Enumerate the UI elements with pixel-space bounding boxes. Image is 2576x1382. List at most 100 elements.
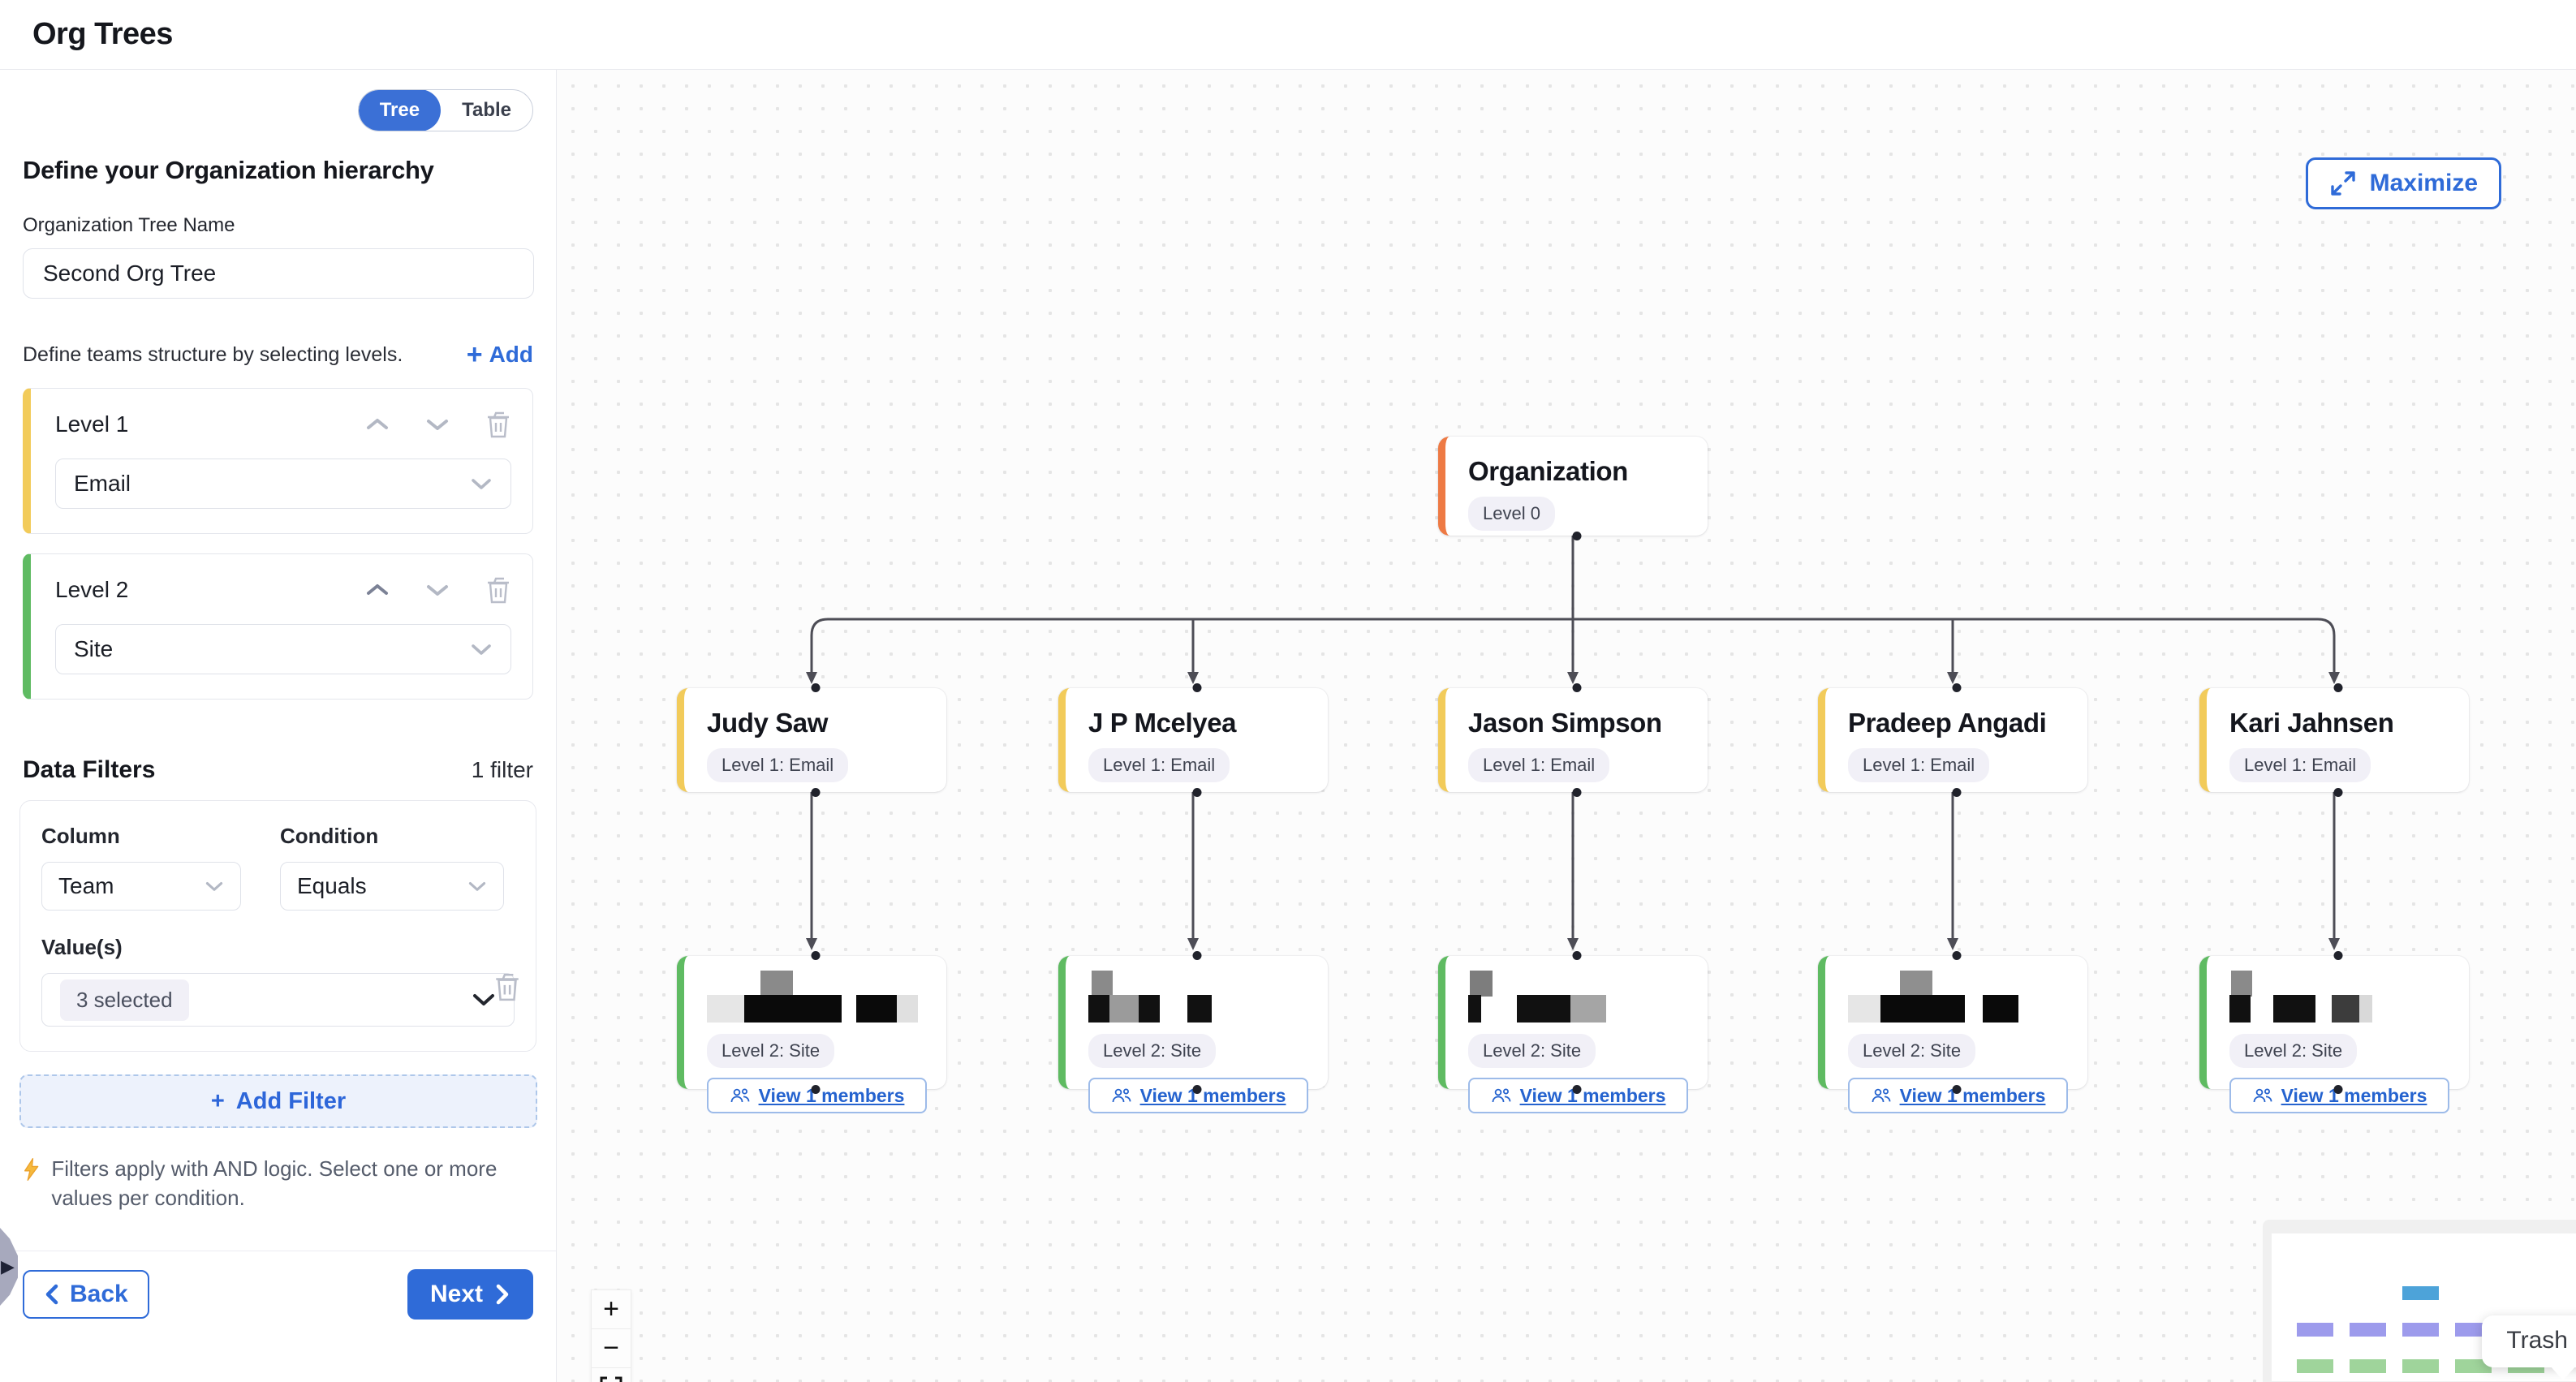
view-members-label: View 1 members bbox=[758, 1084, 905, 1106]
collapse-arrow-icon: ▶ bbox=[1, 1256, 15, 1277]
level-2-label: Level 2 bbox=[55, 577, 129, 602]
node-level-badge: Level 2: Site bbox=[1088, 1034, 1217, 1068]
minimap-node bbox=[2350, 1323, 2386, 1337]
view-mode-toggle: Tree Table bbox=[357, 89, 533, 131]
move-up-icon[interactable] bbox=[365, 582, 390, 598]
connector-dot bbox=[1192, 788, 1201, 797]
minimap-node bbox=[2402, 1323, 2439, 1337]
minimap-node bbox=[2297, 1323, 2333, 1337]
tree-connectors bbox=[806, 536, 2340, 950]
arrowheads bbox=[806, 672, 2340, 950]
move-down-icon[interactable] bbox=[425, 582, 450, 598]
zoom-out-button[interactable]: − bbox=[592, 1329, 631, 1368]
delete-filter-icon[interactable] bbox=[493, 971, 521, 1002]
tree-name-label: Organization Tree Name bbox=[23, 214, 235, 236]
minimap[interactable]: Trash bbox=[2263, 1220, 2576, 1382]
view-members-button[interactable]: View 1 members bbox=[2229, 1078, 2449, 1113]
sidebar-heading: Define your Organization hierarchy bbox=[23, 156, 434, 184]
people-icon bbox=[2253, 1088, 2272, 1103]
connector-dot bbox=[1572, 683, 1581, 692]
node-title: Jason Simpson bbox=[1468, 708, 1662, 738]
view-members-button[interactable]: View 1 members bbox=[1848, 1078, 2068, 1113]
condition-select[interactable]: Equals bbox=[280, 862, 504, 911]
delete-level-icon[interactable] bbox=[485, 575, 511, 605]
level-1-value: Email bbox=[74, 471, 131, 496]
level-card-1: Level 1 Email bbox=[23, 388, 533, 534]
org-node-level2[interactable]: Level 2: Site View 1 members bbox=[2199, 951, 2469, 1113]
condition-value: Equals bbox=[297, 873, 367, 898]
redacted-name bbox=[1088, 971, 1308, 1024]
org-node-level2[interactable]: Level 2: Site View 1 members bbox=[677, 951, 946, 1113]
node-title: J P Mcelyea bbox=[1088, 708, 1237, 738]
toggle-table[interactable]: Table bbox=[462, 99, 511, 121]
connector-dot bbox=[1952, 683, 1961, 692]
add-filter-label: Add Filter bbox=[235, 1087, 347, 1114]
node-level-badge: Level 1: Email bbox=[1088, 748, 1230, 782]
connector-dot bbox=[811, 683, 820, 692]
connector-dot bbox=[1572, 788, 1581, 797]
connector-dot bbox=[1952, 1085, 1961, 1094]
column-value: Team bbox=[58, 873, 114, 898]
next-button[interactable]: Next bbox=[407, 1268, 533, 1320]
minimap-node bbox=[2297, 1359, 2333, 1373]
view-members-label: View 1 members bbox=[2281, 1084, 2427, 1106]
values-label: Value(s) bbox=[41, 935, 123, 959]
fit-view-icon bbox=[600, 1376, 622, 1382]
connector-dot bbox=[2333, 951, 2342, 960]
org-node-level1[interactable]: Judy Saw Level 1: Email bbox=[677, 683, 946, 797]
back-button[interactable]: Back bbox=[23, 1269, 149, 1319]
lightning-icon bbox=[24, 1158, 39, 1181]
chevron-down-icon bbox=[468, 882, 486, 891]
plus-icon: + bbox=[466, 339, 483, 370]
connector-dot bbox=[1572, 532, 1581, 540]
add-level-button[interactable]: + Add bbox=[467, 341, 533, 368]
org-node-level1[interactable]: J P Mcelyea Level 1: Email bbox=[1058, 683, 1328, 797]
sidebar-footer: Back Next bbox=[0, 1250, 556, 1320]
org-tree-canvas[interactable]: Maximize Organization Level 0 Judy Saw L… bbox=[557, 70, 2576, 1382]
delete-level-icon[interactable] bbox=[485, 410, 511, 439]
zoom-in-button[interactable]: + bbox=[592, 1290, 631, 1329]
level-1-select[interactable]: Email bbox=[55, 459, 511, 509]
org-node-level1[interactable]: Jason Simpson Level 1: Email bbox=[1438, 683, 1708, 797]
connector-dot bbox=[1192, 1085, 1201, 1094]
org-node-level2[interactable]: Level 2: Site View 1 members bbox=[1438, 951, 1708, 1113]
node-title: Organization bbox=[1468, 456, 1628, 486]
connector-dot bbox=[1952, 788, 1961, 797]
node-level-badge: Level 2: Site bbox=[1848, 1034, 1976, 1068]
org-node-root[interactable]: Organization Level 0 bbox=[1438, 437, 1708, 540]
tree-name-input[interactable] bbox=[23, 248, 534, 299]
view-members-button[interactable]: View 1 members bbox=[1088, 1078, 1308, 1113]
chevron-down-icon bbox=[472, 644, 491, 655]
org-node-level2[interactable]: Level 2: Site View 1 members bbox=[1818, 951, 2087, 1113]
panel-collapse-handle[interactable]: ▶ bbox=[0, 1228, 18, 1306]
view-members-button[interactable]: View 1 members bbox=[707, 1078, 927, 1113]
filters-note-text: Filters apply with AND logic. Select one… bbox=[51, 1156, 498, 1211]
maximize-button[interactable]: Maximize bbox=[2305, 157, 2501, 209]
view-members-label: View 1 members bbox=[1519, 1084, 1666, 1106]
people-icon bbox=[1492, 1088, 1510, 1103]
org-node-level1[interactable]: Pradeep Angadi Level 1: Email bbox=[1818, 683, 2087, 797]
plus-icon: + bbox=[210, 1087, 225, 1114]
node-title: Judy Saw bbox=[707, 708, 829, 738]
values-multiselect[interactable]: 3 selected bbox=[41, 973, 515, 1027]
connector-dot bbox=[2333, 683, 2342, 692]
page-title: Org Trees bbox=[32, 17, 173, 51]
toggle-tree[interactable]: Tree bbox=[358, 90, 442, 131]
org-node-level2[interactable]: Level 2: Site View 1 members bbox=[1058, 951, 1328, 1113]
fit-view-button[interactable] bbox=[592, 1368, 631, 1382]
minimap-node bbox=[2455, 1359, 2492, 1373]
connector-dot bbox=[1192, 683, 1201, 692]
view-members-button[interactable]: View 1 members bbox=[1468, 1078, 1688, 1113]
node-level-badge: Level 1: Email bbox=[2229, 748, 2371, 782]
move-up-icon[interactable] bbox=[365, 416, 390, 433]
column-select[interactable]: Team bbox=[41, 862, 241, 911]
levels-description: Define teams structure by selecting leve… bbox=[23, 342, 403, 366]
org-node-level1[interactable]: Kari Jahnsen Level 1: Email bbox=[2199, 683, 2469, 797]
connector-dot bbox=[811, 951, 820, 960]
node-level-badge: Level 0 bbox=[1468, 497, 1555, 531]
selected-count-chip: 3 selected bbox=[60, 979, 189, 1021]
add-filter-button[interactable]: + Add Filter bbox=[19, 1074, 537, 1128]
level-2-select[interactable]: Site bbox=[55, 624, 511, 674]
move-down-icon[interactable] bbox=[425, 416, 450, 433]
